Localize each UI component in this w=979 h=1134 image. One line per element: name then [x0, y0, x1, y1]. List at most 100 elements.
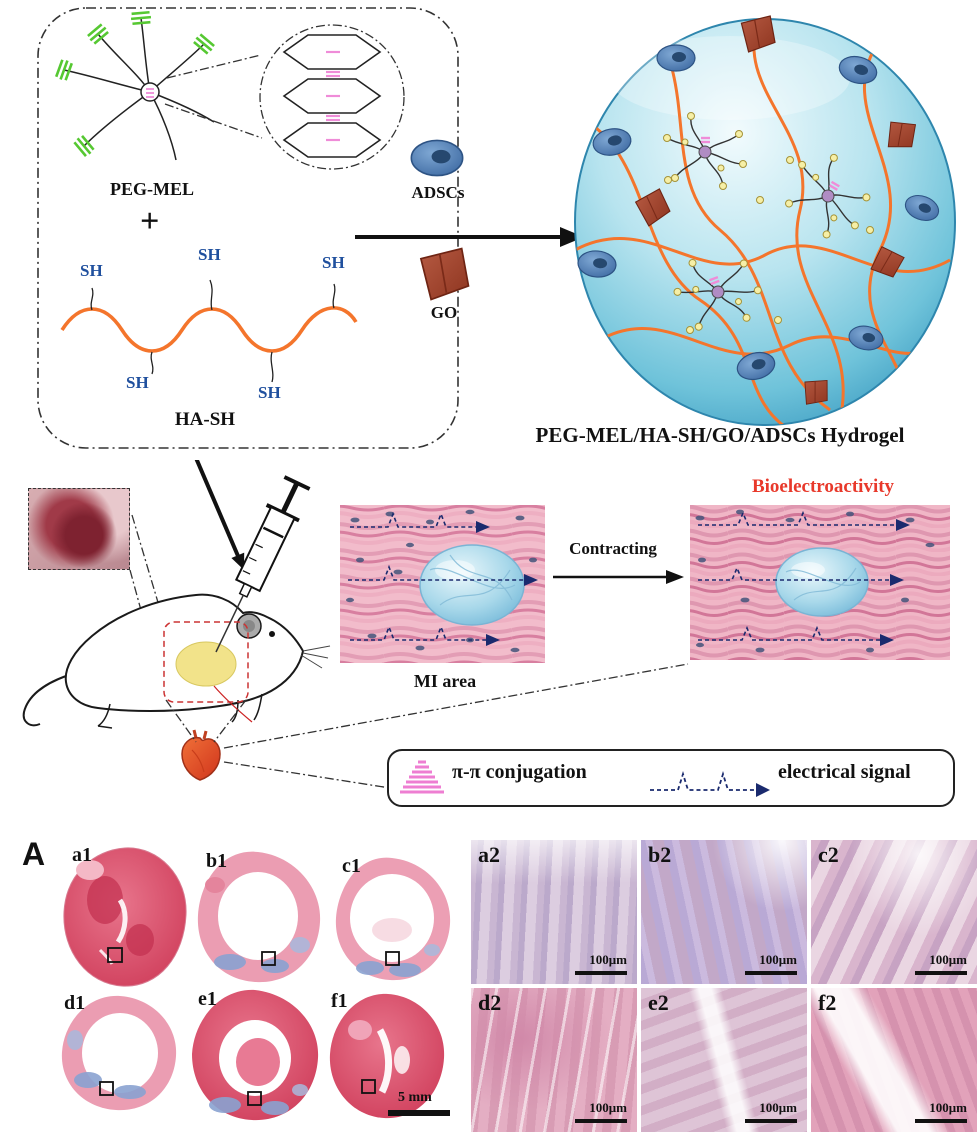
legend-pi-pi-label: π-π conjugation	[452, 761, 587, 783]
peg-mel-star-icon	[54, 10, 217, 161]
scale-bar	[575, 1119, 627, 1123]
section-label: d1	[64, 992, 86, 1014]
injection-site	[175, 641, 237, 687]
pi-stack-magnifier	[164, 24, 405, 170]
scale-bar	[388, 1110, 450, 1116]
roi-marker	[247, 1091, 262, 1106]
scale-bar	[915, 971, 967, 975]
heart-zoom-leader	[223, 663, 689, 749]
components-box	[37, 7, 459, 449]
section-label: c1	[342, 855, 361, 877]
scale-bar	[745, 971, 797, 975]
scale-label: 100μm	[759, 952, 797, 967]
reaction-arrow	[355, 227, 584, 247]
hydrogel-illustration	[574, 15, 956, 426]
micrograph-label: d2	[478, 990, 502, 1015]
heart-section-d1	[61, 995, 177, 1111]
micrograph-label: c2	[818, 842, 839, 867]
section-label: b1	[206, 850, 228, 872]
vessel-line	[213, 685, 253, 723]
legend-electrical-label: electrical signal	[778, 761, 911, 783]
ha-sh-chain-icon	[60, 279, 358, 383]
micrograph-c2: c2 100μm	[811, 840, 977, 984]
mouse-eye	[269, 631, 275, 637]
scale-label: 100μm	[759, 1100, 797, 1115]
micrograph-label: a2	[478, 842, 500, 867]
roi-marker	[361, 1079, 376, 1094]
contracting-label: Contracting	[569, 539, 657, 558]
scale-bar	[915, 1119, 967, 1123]
micrograph-f2: f2 100μm	[811, 988, 977, 1132]
mouse-tail	[22, 675, 67, 727]
pi-pi-icon	[400, 760, 444, 794]
electrical-signal-icon	[650, 770, 770, 797]
bioelectroactivity-label: Bioelectroactivity	[751, 476, 895, 497]
tissue-nuclei	[695, 509, 935, 653]
micrograph-label: f2	[818, 990, 837, 1015]
needle	[215, 594, 244, 653]
roi-marker	[107, 947, 123, 963]
hydrogel-blob	[419, 544, 525, 626]
scale-label: 100μm	[929, 952, 967, 967]
heart-sections-graphics	[61, 847, 451, 1121]
heart-section-f1	[329, 993, 450, 1119]
mi-tissue-left-illustration	[340, 505, 545, 663]
scale-label-mm: 5 mm	[398, 1090, 432, 1105]
tissue-nuclei	[346, 509, 537, 653]
heart-section-b1	[197, 851, 321, 983]
melamine-group-icon	[129, 10, 153, 26]
electrical-signal-arrows	[698, 510, 910, 646]
roi-marker	[261, 951, 276, 966]
micrograph-label: b2	[648, 842, 672, 867]
scale-label: 100μm	[589, 952, 627, 967]
sh-label: SH	[80, 261, 103, 280]
sh-label: SH	[198, 245, 221, 264]
hydrogel-blob	[775, 547, 869, 617]
scheme-top-graphics	[37, 7, 956, 449]
melamine-group-icon	[85, 22, 111, 46]
scale-bar	[745, 1119, 797, 1123]
micrograph-e2: e2 100μm	[641, 988, 807, 1132]
section-label: f1	[331, 990, 348, 1012]
hydrogel-title: PEG-MEL/HA-SH/GO/ADSCs Hydrogel	[535, 423, 905, 447]
in-vivo-graphics	[22, 460, 955, 807]
electrical-signal-arrows	[348, 511, 538, 646]
heart-icon	[181, 729, 221, 781]
heart-section-e1	[192, 989, 319, 1121]
section-label: e1	[198, 988, 217, 1010]
plus-sign: +	[140, 203, 160, 240]
sh-label: SH	[258, 383, 281, 402]
thiol-branches	[90, 279, 336, 383]
roi-marker	[99, 1081, 114, 1096]
syringe-icon	[215, 475, 311, 653]
mouse-whiskers	[300, 645, 331, 669]
pi-pi-stack-marks-icon	[326, 50, 340, 142]
go-label: GO	[430, 303, 458, 322]
surgery-photo-inset	[28, 488, 130, 570]
micrograph-d2: d2 100μm	[471, 988, 637, 1132]
injection-site-outline	[163, 621, 249, 703]
adscs-label: ADSCs	[411, 183, 465, 202]
heart-section-c1	[335, 857, 451, 981]
go-flake-icon	[420, 247, 470, 301]
injection-arrow	[194, 460, 245, 570]
scale-label: 100μm	[589, 1100, 627, 1115]
micrograph-b2: b2 100μm	[641, 840, 807, 984]
heart-zoom-leader	[223, 761, 391, 789]
section-label: a1	[72, 844, 92, 866]
scale-label: 100μm	[929, 1100, 967, 1115]
mi-area-label: MI area	[413, 671, 477, 691]
mouse-illustration	[22, 593, 331, 729]
ha-sh-label: HA-SH	[174, 409, 236, 430]
micrograph-label: e2	[648, 990, 669, 1015]
contracting-arrow	[553, 570, 684, 584]
peg-mel-label: PEG-MEL	[110, 179, 194, 199]
panel-a-label: A	[22, 836, 46, 872]
sh-label: SH	[322, 253, 345, 272]
heart-section-a1	[63, 847, 187, 987]
melamine-group-icon	[54, 57, 74, 83]
micrograph-a2: a2 100μm	[471, 840, 637, 984]
scale-bar	[575, 971, 627, 975]
site-heart-leader	[165, 699, 197, 743]
